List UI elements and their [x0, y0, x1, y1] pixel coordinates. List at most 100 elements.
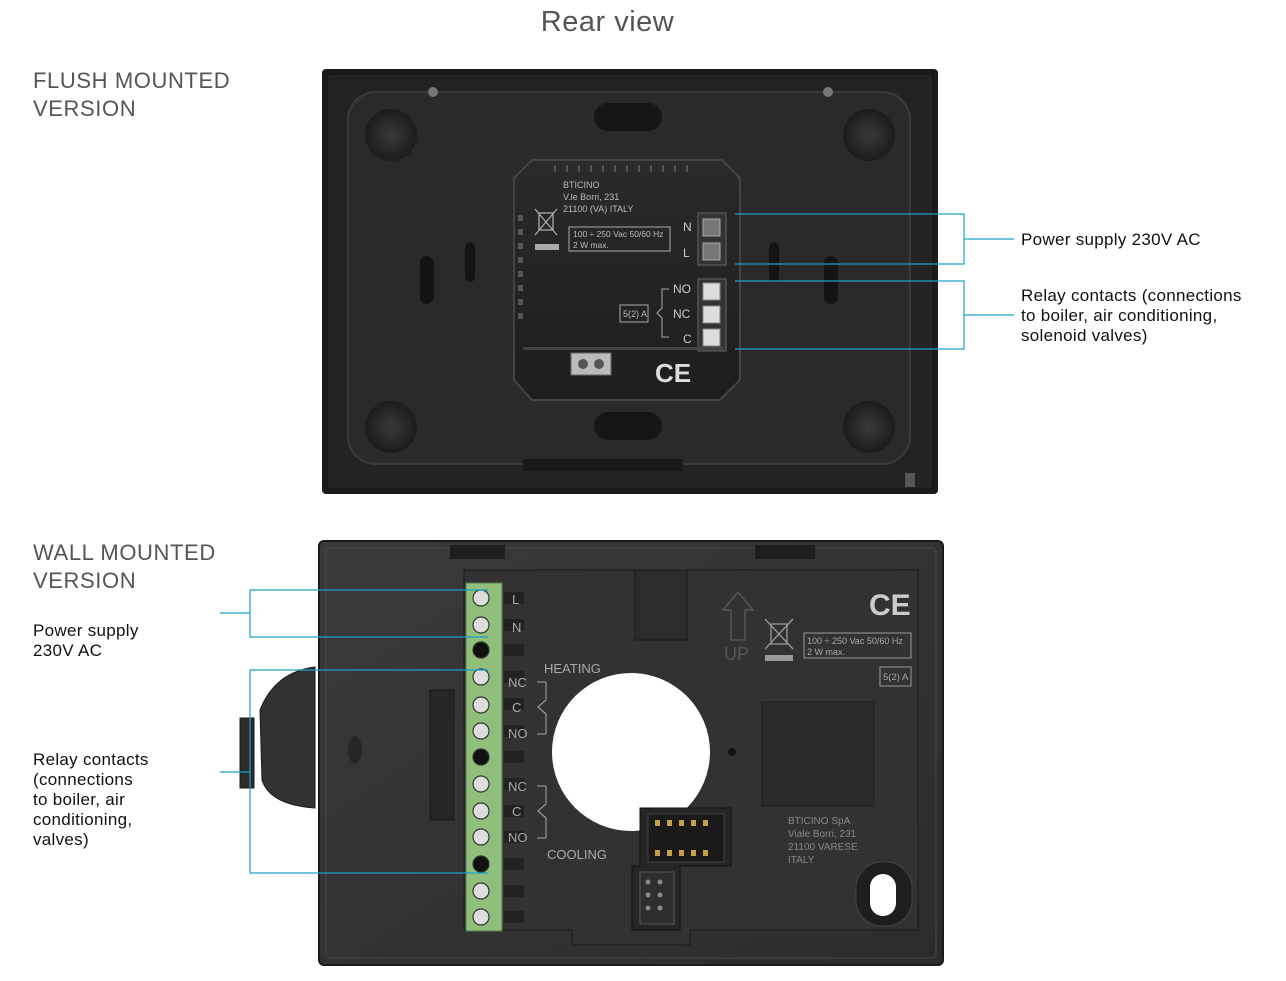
wall-power-callout: Power supply 230V AC — [33, 621, 139, 661]
inner-rail — [429, 689, 455, 821]
flush-section-label: FLUSH MOUNTED VERSION — [33, 67, 230, 123]
flush-ce-mark: CE — [655, 358, 691, 388]
wall-rating-box — [803, 632, 912, 659]
wall-weee-bin-icon — [764, 618, 794, 650]
wall-relay-line3: to boiler, air — [33, 790, 126, 809]
mount-hole — [728, 748, 736, 756]
terminal-screws — [472, 589, 490, 926]
wall-rating-line2: 2 W max. — [807, 647, 845, 657]
wall-brand-line4: ITALY — [788, 855, 815, 866]
flush-relay-callout: Relay contacts (connections to boiler, a… — [1021, 286, 1242, 346]
wall-relay-line4: conditioning, — [33, 810, 133, 829]
flush-label-line2: VERSION — [33, 96, 137, 121]
mount-slot — [769, 242, 779, 282]
wall-terminal-N: N — [512, 620, 521, 635]
flush-terminal-NC: NC — [673, 307, 691, 321]
pin-header — [647, 813, 725, 863]
flush-mounted-device: BTICINO V.le Borri, 231 21100 (VA) ITALY… — [322, 69, 938, 494]
module-side-vents — [518, 215, 523, 319]
corner-pad — [365, 401, 417, 453]
heating-bracket — [537, 681, 547, 735]
screw — [428, 87, 438, 97]
weee-bar — [535, 244, 559, 250]
connector-screw — [594, 359, 604, 369]
flush-terminal-blocks — [697, 212, 727, 352]
wall-section-label: WALL MOUNTED VERSION — [33, 539, 216, 595]
wall-rating-line1: 100 ÷ 250 Vac 50/60 Hz — [807, 636, 903, 646]
wall-brand-line2: Viale Borri, 231 — [788, 829, 857, 840]
flush-rating-line1: 100 ÷ 250 Vac 50/60 Hz — [573, 229, 664, 239]
mount-slot — [420, 256, 434, 304]
dip-switch-block — [639, 871, 675, 925]
latch — [905, 473, 915, 487]
flush-terminal-NO: NO — [673, 282, 691, 296]
mount-slot — [824, 256, 838, 304]
wall-brand-line1: BTICINO SpA — [788, 816, 851, 827]
top-tab — [450, 545, 505, 559]
wall-relay-callout: Relay contacts (connections to boiler, a… — [33, 750, 149, 850]
corner-pad — [843, 401, 895, 453]
wall-heat-NC: NC — [508, 675, 527, 690]
side-clip — [259, 666, 316, 809]
wall-heat-C: C — [512, 700, 521, 715]
flush-terminal-N: N — [683, 220, 692, 234]
wall-relay-line5: valves) — [33, 830, 89, 849]
wall-terminal-L: L — [512, 592, 519, 607]
connector-screw — [578, 359, 588, 369]
relay-bracket — [656, 288, 669, 338]
pin-header-pins — [655, 820, 708, 856]
side-knob — [348, 736, 362, 764]
wall-heating-label: HEATING — [544, 661, 601, 676]
wall-cool-NO: NO — [508, 830, 528, 845]
flush-brand-line2: V.le Borri, 231 — [563, 192, 619, 202]
flush-relay-line3: solenoid valves) — [1021, 326, 1148, 345]
flush-brand-line3: 21100 (VA) ITALY — [563, 204, 633, 214]
flush-rating-line2: 2 W max. — [573, 240, 609, 250]
top-tab — [755, 545, 815, 559]
terminal-separators — [504, 592, 524, 923]
wall-relay-rating-box — [879, 666, 912, 687]
mount-slot — [594, 103, 662, 131]
flush-central-module — [513, 159, 741, 401]
flush-leader-lines — [735, 213, 1014, 350]
up-arrow-icon — [721, 590, 755, 641]
weee-bin-icon — [534, 208, 558, 236]
flush-brand-line1: BTICINO — [563, 180, 600, 190]
page-title: Rear view — [540, 6, 675, 38]
wall-cooling-label: COOLING — [547, 847, 607, 862]
mount-slot — [594, 412, 662, 440]
module-divider — [523, 347, 723, 350]
flush-rating-box — [568, 226, 671, 252]
cable-entry-hole — [552, 673, 710, 831]
screw — [823, 87, 833, 97]
square-recess — [761, 701, 875, 807]
flush-relay-rating-box — [619, 304, 649, 323]
wall-relay-rating: 5(2) A — [883, 672, 909, 683]
dip-switch-leds — [645, 879, 663, 911]
cooling-bracket — [537, 785, 547, 839]
bottom-tab — [523, 459, 683, 471]
wall-mounted-device: L N HEATING NC C NO NC C NO COOLING UP C… — [239, 540, 944, 966]
flush-relay-line2: to boiler, air conditioning, — [1021, 306, 1218, 325]
flush-relay-rating: 5(2) A — [623, 309, 647, 319]
wall-heat-NO: NO — [508, 726, 528, 741]
wall-weee-bar — [765, 655, 793, 661]
flush-terminal-L: L — [683, 246, 690, 260]
top-notch — [634, 569, 688, 641]
wall-leader-lines — [220, 589, 488, 874]
flush-terminal-C: C — [683, 332, 692, 346]
side-tab — [239, 717, 255, 789]
flush-power-callout: Power supply 230V AC — [1021, 230, 1201, 249]
corner-pad — [365, 109, 417, 161]
wall-cool-C: C — [512, 804, 521, 819]
flush-relay-line1: Relay contacts (connections — [1021, 286, 1242, 305]
wall-relay-line2: (connections — [33, 770, 133, 789]
oval-mount-hole — [870, 874, 896, 916]
module-top-vents — [554, 165, 688, 172]
wall-power-line2: 230V AC — [33, 641, 103, 660]
wall-brand-line3: 21100 VARESE — [788, 842, 858, 853]
wall-label-line1: WALL MOUNTED — [33, 540, 216, 565]
wall-up-label: UP — [724, 644, 749, 664]
mount-slot — [465, 242, 475, 282]
